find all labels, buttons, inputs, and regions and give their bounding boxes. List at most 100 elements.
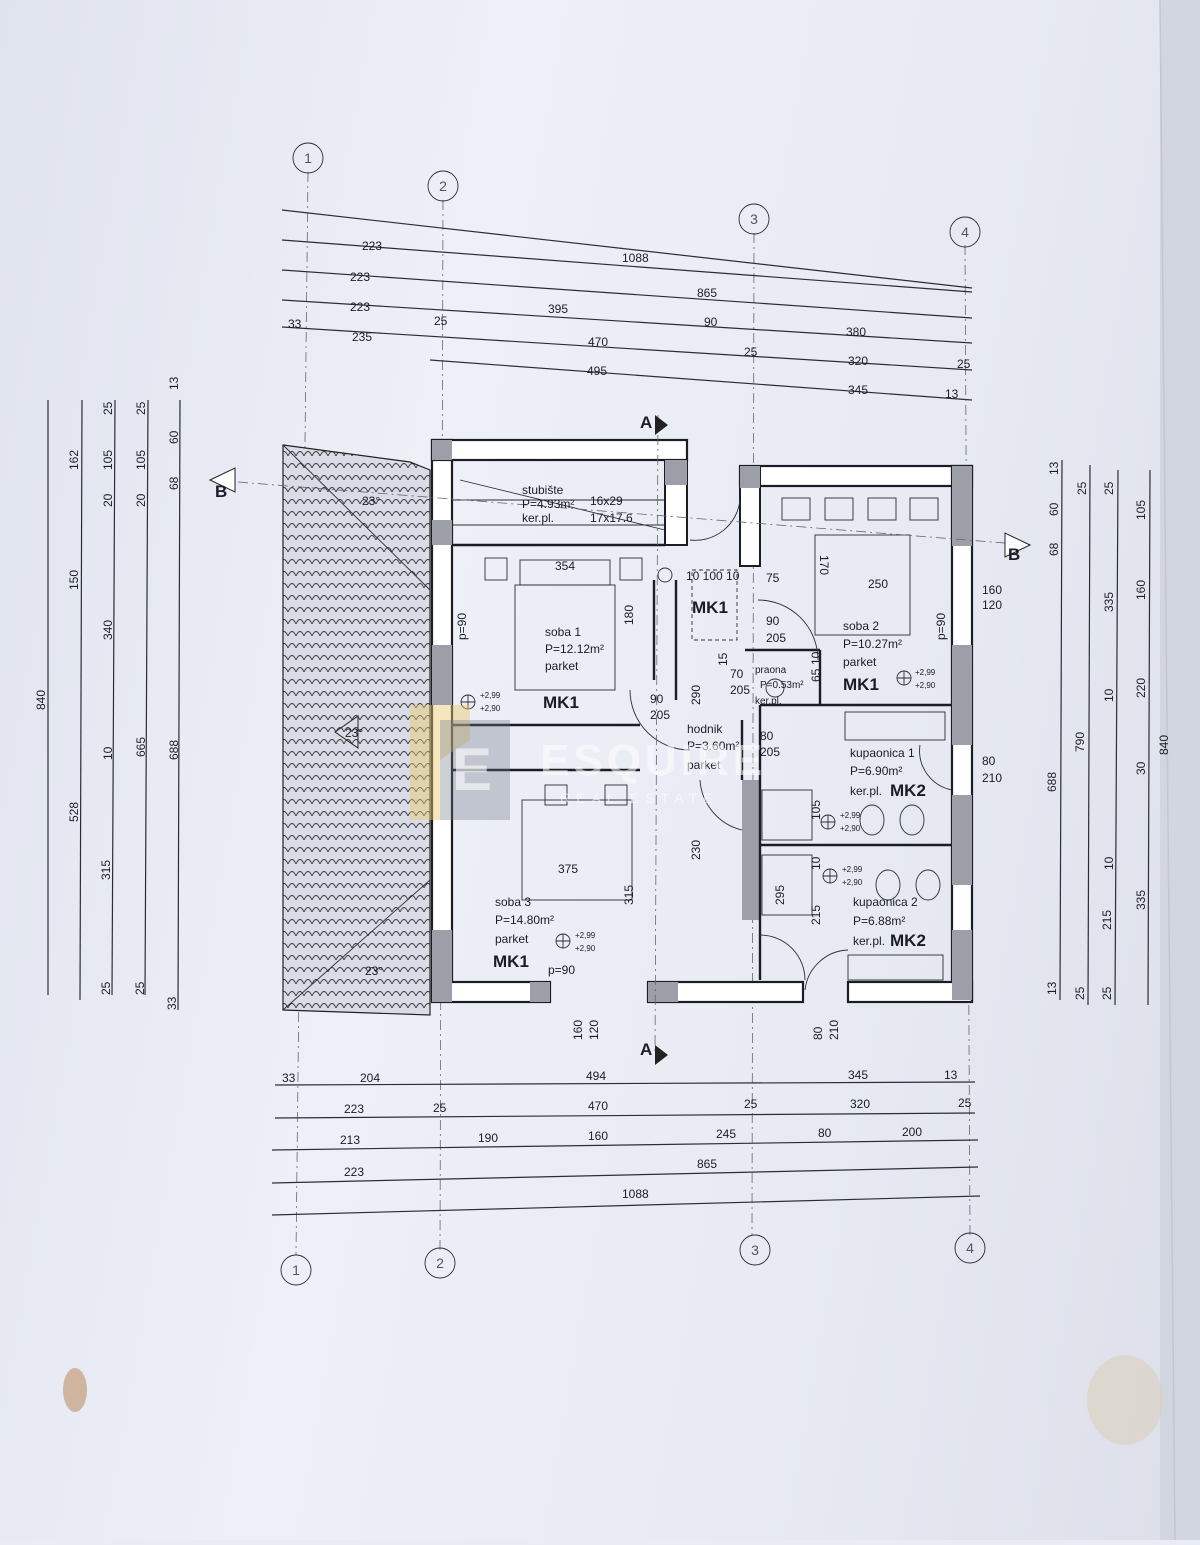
soba3-area: P=14.80m² — [495, 913, 554, 927]
stubiste-area: P=4.93m² — [522, 497, 574, 511]
level-marker-soba3: +2,99 +2,90 — [555, 931, 596, 953]
level-top: +2,99 — [842, 865, 863, 874]
roof-angle-mid: 23° — [345, 726, 363, 740]
inner-dim-4: 315 — [622, 885, 636, 905]
level-marker-soba1: +2,99 +2,90 — [460, 691, 501, 713]
level-top: +2,99 — [915, 668, 936, 677]
soba2-name: soba 2 — [843, 619, 879, 633]
dim-bot-r5-0: 1088 — [622, 1187, 649, 1201]
dim-right-c3-1: 105 — [1134, 500, 1148, 520]
dim-bot-r3-5: 200 — [902, 1125, 922, 1139]
hodnik-floor: parket — [687, 758, 721, 772]
right-dimension-columns: 13 60 68 688 13 25 790 25 25 105 335 160… — [1045, 459, 1171, 1006]
dim-top-r4-6: 25 — [957, 357, 971, 371]
soba2-mk: MK1 — [843, 675, 879, 694]
dim-right-c3-7: 10 — [1102, 856, 1116, 870]
dim-left-c3-6: 25 — [99, 981, 113, 995]
inner-dim-35: 10 — [809, 856, 823, 870]
inner-dim-30: 80 — [811, 1026, 825, 1040]
inner-dim-1: 180 — [622, 605, 636, 625]
dim-right-c4-0: 840 — [1157, 735, 1171, 755]
bed-soba3 — [521, 799, 633, 901]
dim-top-r5-1: 345 — [848, 383, 868, 397]
dim-left-c2-1: 150 — [67, 570, 81, 590]
level-bottom: +2,90 — [480, 704, 501, 713]
dim-right-c3-3: 160 — [1134, 580, 1148, 600]
stubiste-name: stubište — [522, 483, 564, 497]
level-bottom: +2,90 — [575, 944, 596, 953]
level-bottom: +2,90 — [915, 681, 936, 690]
kup1-floor: ker.pl. — [850, 784, 882, 798]
esquire-watermark: E ESQUIRE REAL ESTATE — [410, 705, 766, 820]
interior-partitions — [452, 479, 952, 980]
dim-bot-r3-3: 245 — [716, 1127, 736, 1141]
hodnik-mk: MK1 — [692, 598, 728, 617]
soba2-area: P=10.27m² — [843, 637, 902, 651]
dim-bot-r2-1: 25 — [433, 1101, 447, 1115]
inner-dim-6: 120 — [587, 1020, 601, 1040]
axis-label-2-bottom: 2 — [436, 1255, 444, 1271]
soba1-mk: MK1 — [543, 693, 579, 712]
dim-left-c4-4: 25 — [133, 981, 147, 995]
dim-bot-r1-2: 494 — [586, 1069, 606, 1083]
shower-kup2 — [761, 854, 813, 916]
axis-label-4-top: 4 — [961, 224, 969, 240]
dim-left-c3-3: 340 — [101, 620, 115, 640]
level-bottom: +2,90 — [842, 878, 863, 887]
dim-bot-r2-0: 223 — [344, 1102, 364, 1116]
bottom-dimension-chains: 33 204 494 345 13 223 25 470 25 320 25 2… — [271, 1068, 981, 1216]
dim-top-r5-0: 495 — [587, 364, 607, 378]
praona-name: praona — [755, 665, 787, 676]
inner-dimensions: 354 180 250 375 315 160 120 75 90 205 10… — [455, 555, 1002, 1040]
dim-bot-r1-0: 33 — [282, 1071, 296, 1085]
axis-label-1-top: 1 — [304, 150, 312, 166]
dim-right-c1-3: 688 — [1045, 772, 1059, 792]
top-dimension-chains: 223 1088 223 865 223 395 90 380 33 235 2… — [281, 209, 973, 401]
paper-fold — [1160, 0, 1200, 1540]
inner-dim-11: 170 — [817, 555, 831, 575]
level-top: +2,99 — [840, 811, 861, 820]
doors — [629, 499, 953, 991]
room-labels: stubište P=4.93m² ker.pl. 16x29 17x17.6 … — [493, 483, 926, 971]
dim-left-c5-2: 68 — [167, 476, 181, 490]
stubiste-step1: 16x29 — [590, 494, 623, 508]
hodnik-name: hodnik — [687, 722, 723, 736]
exterior-walls — [430, 438, 974, 1004]
watermark-brand: ESQUIRE — [540, 736, 766, 785]
roof-tiles — [282, 444, 431, 1016]
inner-dim-19: 295 — [773, 885, 787, 905]
inner-dim-3: 375 — [558, 862, 578, 876]
sink-kup2 — [847, 954, 944, 981]
dim-right-c2-1: 790 — [1073, 732, 1087, 752]
level-marker-soba2: +2,99 +2,90 — [896, 668, 936, 690]
section-a-top: A — [640, 413, 652, 432]
kup1-area: P=6.90m² — [850, 764, 902, 778]
inner-dim-25: p=90 — [455, 613, 469, 640]
level-marker-kup2: +2,99 +2,90 — [822, 865, 863, 887]
sink-kup1 — [844, 711, 946, 741]
roof-angle-bottom: 23° — [365, 964, 383, 978]
dim-top-r5-2: 13 — [945, 387, 959, 401]
inner-dim-22: 210 — [982, 771, 1002, 785]
soba3-name: soba 3 — [495, 895, 531, 909]
inner-dim-27: p=90 — [548, 963, 575, 977]
dim-top-r4-1: 235 — [352, 330, 372, 344]
level-marker-kup1: +2,99 +2,90 — [820, 811, 861, 833]
dim-right-c1-2: 68 — [1047, 542, 1061, 556]
kup2-name: kupaonica 2 — [853, 895, 918, 909]
axis-label-3-bottom: 3 — [751, 1242, 759, 1258]
stubiste-floor: ker.pl. — [522, 511, 554, 525]
axis-bubbles-top: 1 2 3 4 — [292, 142, 981, 248]
dim-right-c3-0: 25 — [1102, 481, 1116, 495]
dim-left-c4-1: 105 — [134, 450, 148, 470]
watermark-logo-icon — [410, 705, 530, 820]
kup1-name: kupaonica 1 — [850, 746, 915, 760]
inner-dim-12: 290 — [689, 685, 703, 705]
inner-dim-15: 205 — [730, 683, 750, 697]
inner-dim-5: 160 — [571, 1020, 585, 1040]
soba1-floor: parket — [545, 659, 579, 673]
dim-left-c5-1: 60 — [167, 430, 181, 444]
soba1-area: P=12.12m² — [545, 642, 604, 656]
dim-top-r2-0: 223 — [350, 270, 370, 284]
